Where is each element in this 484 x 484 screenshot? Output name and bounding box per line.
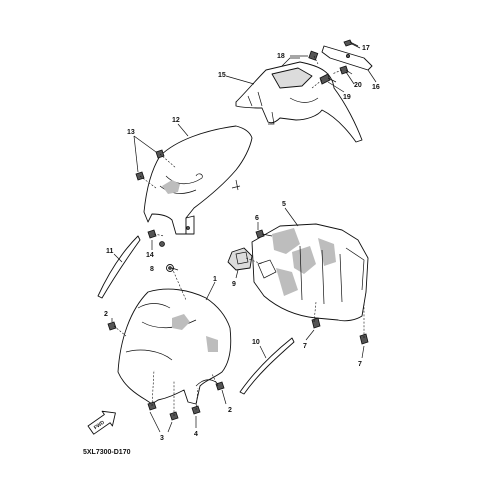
part-5-inner-panel[interactable] bbox=[251, 223, 369, 322]
callout-6: 6 bbox=[255, 215, 259, 222]
callout-9: 9 bbox=[232, 281, 236, 288]
callout-18: 18 bbox=[277, 53, 285, 60]
part-18-nut[interactable] bbox=[308, 50, 319, 61]
part-11-side-strip[interactable] bbox=[97, 235, 141, 299]
callout-14: 14 bbox=[146, 252, 154, 259]
part-6-bolt[interactable] bbox=[255, 229, 273, 239]
callout-10: 10 bbox=[252, 339, 260, 346]
callout-5: 5 bbox=[282, 201, 286, 208]
callout-2-right: 2 bbox=[228, 407, 232, 414]
callout-numbers: 1 2 2 3 4 5 6 7 7 8 9 10 11 12 13 14 15 … bbox=[104, 45, 380, 442]
part-2-screw-left[interactable] bbox=[107, 321, 117, 331]
diagram-code: 5XL7300-D170 bbox=[83, 449, 131, 456]
callout-2-left: 2 bbox=[104, 311, 108, 318]
callout-12: 12 bbox=[172, 117, 180, 124]
part-10-side-strip[interactable] bbox=[239, 337, 295, 395]
part-1-front-fender[interactable] bbox=[117, 288, 232, 405]
callout-19: 19 bbox=[343, 94, 351, 101]
part-17-screw[interactable] bbox=[343, 39, 359, 47]
callout-3: 3 bbox=[160, 435, 164, 442]
part-12-upper-fender[interactable] bbox=[143, 125, 253, 235]
callout-8: 8 bbox=[150, 266, 154, 273]
part-2-screw-right[interactable] bbox=[215, 381, 225, 391]
callout-13: 13 bbox=[127, 129, 135, 136]
assembly-dashed-lines bbox=[113, 55, 365, 416]
part-9-cover[interactable] bbox=[227, 247, 253, 271]
callout-1: 1 bbox=[213, 276, 217, 283]
part-7-clip-right[interactable] bbox=[359, 333, 369, 345]
callout-7-left: 7 bbox=[303, 343, 307, 350]
fwd-label: FWD bbox=[93, 419, 106, 431]
callout-4: 4 bbox=[194, 431, 198, 438]
callout-17: 17 bbox=[362, 45, 370, 52]
callout-7-right: 7 bbox=[358, 361, 362, 368]
part-19-bolt[interactable] bbox=[319, 73, 337, 85]
callout-16: 16 bbox=[372, 84, 380, 91]
leader-lines bbox=[111, 43, 377, 433]
part-7-clip-left[interactable] bbox=[311, 317, 321, 329]
callout-15: 15 bbox=[218, 72, 226, 79]
part-14-screw[interactable] bbox=[147, 229, 165, 239]
callout-11: 11 bbox=[106, 248, 114, 255]
fwd-arrow: FWD bbox=[87, 410, 116, 435]
part-14-washer[interactable] bbox=[159, 241, 165, 247]
part-15-bracket[interactable] bbox=[235, 57, 363, 143]
part-8-grommet[interactable] bbox=[166, 264, 174, 272]
callout-20: 20 bbox=[354, 82, 362, 89]
